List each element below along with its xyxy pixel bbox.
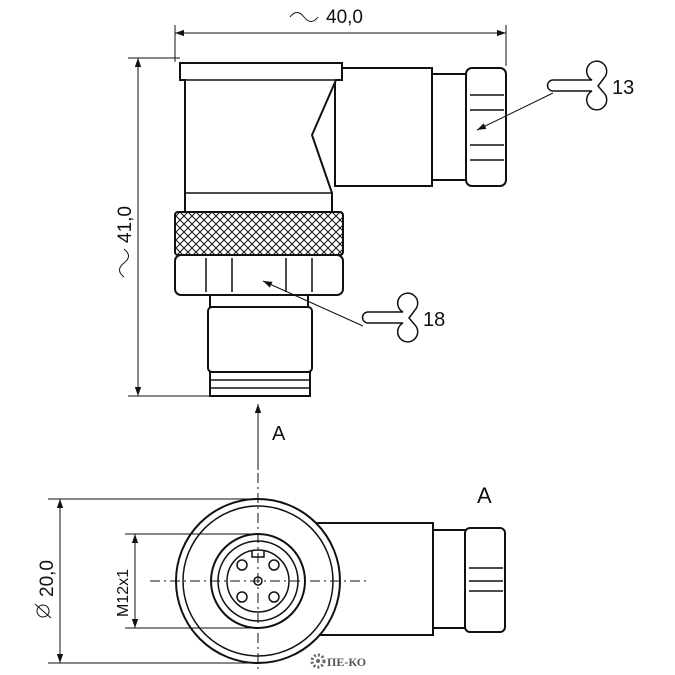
connector-pins	[236, 551, 280, 603]
view-arrow-label: A	[272, 423, 286, 445]
height-dimension: 41,0	[115, 57, 210, 397]
gear-icon	[310, 653, 326, 669]
nut-18	[174, 254, 344, 296]
view-arrow: A	[254, 404, 286, 470]
height-value: 41,0	[115, 206, 136, 243]
nut-front	[464, 527, 506, 633]
thread-dimension: M12x1	[115, 533, 258, 629]
wrench-18-callout: 18	[262, 280, 445, 343]
diameter-dimension: 20,0	[34, 498, 258, 664]
knurled-ring	[174, 211, 344, 256]
shaft	[207, 294, 313, 397]
view-label: A	[477, 483, 492, 508]
wrench-13-callout: 13	[476, 60, 634, 131]
wrench-icon	[361, 292, 419, 343]
side-view: 40,0 41,0 13 18	[115, 7, 634, 397]
width-dimension: 40,0	[174, 7, 507, 66]
thread-value: M12x1	[115, 569, 132, 617]
wrench-18-size: 18	[423, 309, 445, 331]
diameter-value: 20,0	[37, 560, 58, 597]
width-value: 40,0	[326, 7, 363, 28]
cable-step	[431, 73, 469, 181]
wrench-icon	[546, 60, 608, 111]
nut-13	[465, 67, 507, 187]
logo: ПЕ-КО	[310, 653, 366, 669]
cable-step-front	[432, 529, 467, 629]
front-view: 20,0 M12x1 A	[34, 473, 506, 670]
housing	[179, 62, 343, 213]
wrench-13-size: 13	[612, 77, 634, 99]
logo-text: ПЕ-КО	[327, 655, 366, 669]
cable-body	[334, 67, 433, 187]
